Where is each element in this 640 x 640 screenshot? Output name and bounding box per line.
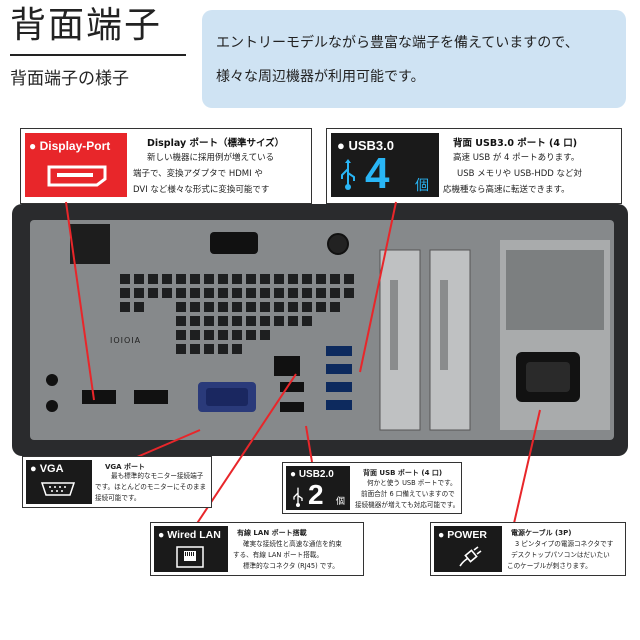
vent-grid: [46, 224, 610, 431]
displayport-title: Display ポート（標準サイズ）: [147, 138, 285, 149]
page-title: 背面端子: [10, 5, 163, 46]
displayport-callout: ● Display-Port Display ポート（標準サイズ） 新しい機器に…: [20, 128, 312, 204]
power-badge: ● POWER: [434, 526, 502, 572]
usb3-badge: ● USB3.0 4 個: [331, 133, 439, 197]
displayport-icon: [47, 165, 107, 187]
displayport-line-1: 新しい機器に採用例が増えている: [147, 153, 275, 163]
intro-line-2: 様々な周辺機器が利用可能です。: [216, 69, 425, 85]
lan-badge-label: ● Wired LAN: [158, 529, 221, 541]
vga-line-3: 接続可能です。: [95, 494, 141, 502]
lan-line-1: 確実な接続性と高速な通信を約束: [243, 540, 342, 548]
lan-line-3: 標準的なコネクタ (RJ45) です。: [243, 562, 339, 570]
usb2-count: 2: [308, 479, 324, 510]
usb3-count-unit: 個: [415, 178, 429, 194]
power-line-1: 3 ピンタイプの電源コネクタです: [515, 540, 614, 548]
usb2-line-3: 接続機器が増えても対応可能です。: [355, 501, 460, 509]
title-underline: [10, 54, 186, 56]
usb3-callout: ● USB3.0 4 個 背面 USB3.0 ポート (4 口) 高速 USB …: [326, 128, 622, 204]
displayport-badge: ● Display-Port: [25, 133, 127, 197]
displayport-badge-label: ● Display-Port: [29, 139, 111, 153]
usb2-title: 背面 USB ポート (4 口): [363, 469, 443, 477]
power-line-2: デスクトップパソコンはだいたい: [511, 551, 610, 559]
page-subtitle: 背面端子の様子: [10, 69, 129, 89]
usb3-badge-label: ● USB3.0: [337, 138, 394, 153]
usb-icon: [339, 159, 357, 191]
power-callout: ● POWER 電源ケーブル (3P) 3 ピンタイプの電源コネクタです デスク…: [430, 522, 626, 576]
usb3-title: 背面 USB3.0 ポート (4 口): [453, 138, 578, 149]
usb2-icon: [292, 486, 304, 508]
vga-badge-label: ● VGA: [30, 463, 64, 475]
usb3-line-2: USB メモリや USB-HDD など対: [457, 169, 583, 179]
intro-box: エントリーモデルながら豊富な端子を備えていますので、 様々な周辺機器が利用可能で…: [202, 10, 626, 108]
lan-title: 有線 LAN ポート搭載: [237, 529, 307, 537]
usb3-count: 4: [365, 149, 390, 198]
usb2-line-2: 前面合計 6 口備えていますので: [361, 490, 455, 498]
lan-callout: ● Wired LAN 有線 LAN ポート搭載 確実な接続性と高速な通信を約束…: [150, 522, 364, 576]
power-badge-label: ● POWER: [438, 529, 487, 541]
lan-line-2: する、有線 LAN ポート搭載。: [233, 551, 323, 559]
power-title: 電源ケーブル (3P): [511, 529, 572, 537]
pc-rear-panel: IOIOIA: [30, 220, 614, 440]
power-line-3: このケーブルが刺さります。: [507, 562, 592, 570]
vga-badge: ● VGA: [26, 460, 92, 504]
power-plug-icon: [456, 546, 482, 568]
usb2-badge: ● USB2.0 2 個: [286, 466, 350, 510]
lan-icon: [176, 546, 204, 568]
usb3-line-1: 高速 USB が 4 ポートあります。: [453, 153, 580, 163]
vga-line-2: です。ほとんどのモニターにそのまま: [95, 483, 207, 491]
vga-icon: [40, 481, 76, 497]
usb2-badge-label: ● USB2.0: [290, 469, 334, 480]
usb2-callout: ● USB2.0 2 個 背面 USB ポート (4 口) 何かと使う USB …: [282, 462, 462, 514]
displayport-line-3: DVI など様々な形式に変換可能です: [133, 185, 270, 195]
usb2-count-unit: 個: [336, 496, 346, 506]
vga-callout: ● VGA VGA ポート 最も標準的なモニター接続端子 です。ほとんどのモニタ…: [22, 456, 212, 508]
usb2-line-1: 何かと使う USB ポートです。: [367, 479, 457, 487]
model-text: IOIOIA: [110, 336, 142, 345]
vga-line-1: 最も標準的なモニター接続端子: [111, 472, 204, 480]
lan-badge: ● Wired LAN: [154, 526, 228, 572]
vga-title: VGA ポート: [105, 463, 146, 471]
intro-line-1: エントリーモデルながら豊富な端子を備えていますので、: [216, 35, 579, 51]
usb3-line-3: 応機種なら高速に転送できます。: [443, 185, 570, 195]
displayport-line-2: 端子で、変換アダプタで HDMI や: [133, 169, 263, 179]
